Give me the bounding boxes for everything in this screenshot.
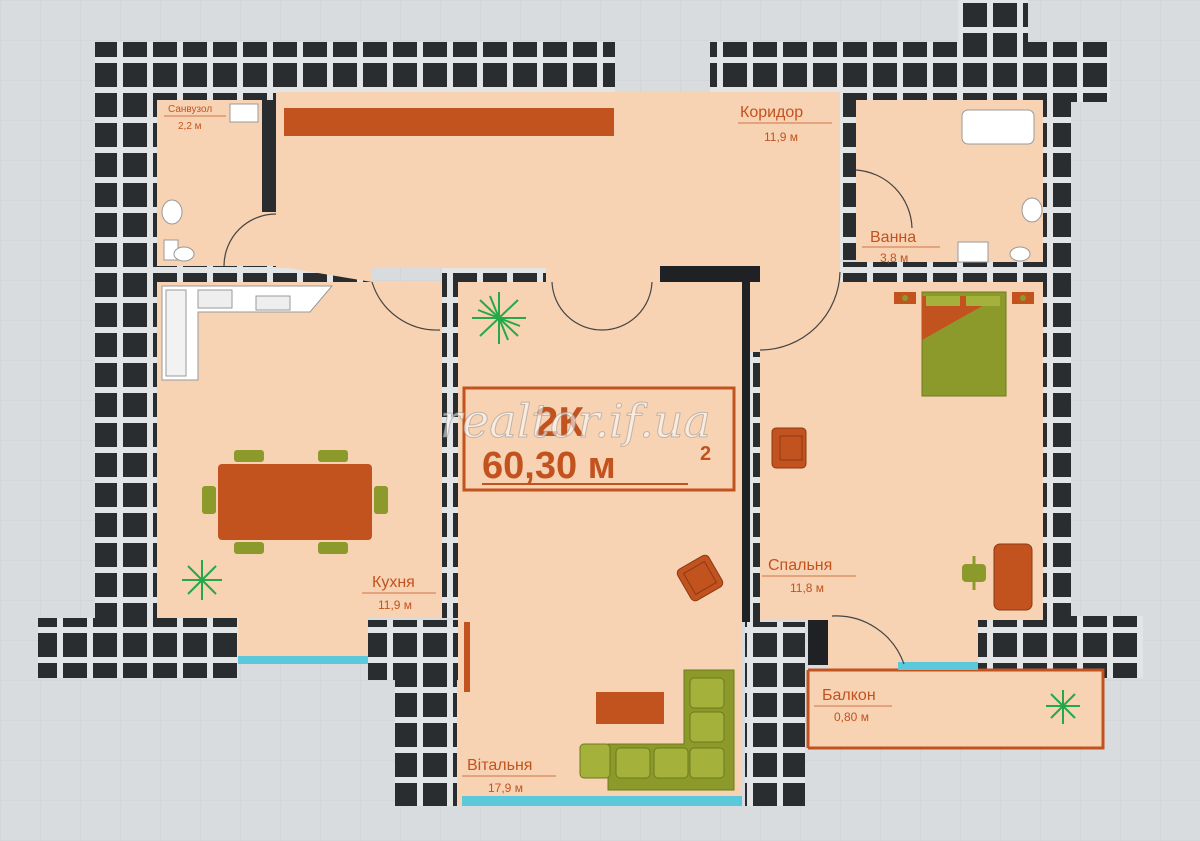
label-vitalnia-name: Вітальня (467, 757, 532, 774)
dining-table (218, 464, 372, 540)
floor-balkon (806, 668, 1105, 750)
coffee-table (596, 692, 664, 724)
bed-pillow (966, 296, 1000, 306)
label-vanna-area: 3,8 м (880, 251, 908, 265)
armchair-bedroom-seat (779, 435, 803, 461)
room-labels: Санвузол 2,2 м Коридор 11,9 м Ванна 3,8 … (164, 104, 940, 795)
wall-left (95, 100, 157, 620)
label-balkon-area: 0,80 м (834, 710, 869, 724)
door-balkon (831, 615, 905, 665)
label-sanvuzol-name: Санвузол (168, 104, 212, 115)
chair (234, 542, 264, 554)
wall-bottom-center-left (368, 620, 458, 680)
wall-bath-left (838, 100, 856, 260)
window-kukhnia (238, 656, 368, 664)
floor-kukhnia-window (238, 618, 368, 658)
bathtub (961, 109, 1035, 145)
badge-rooms: 2К (535, 398, 584, 445)
label-kukhnia-name: Кухня (372, 574, 415, 591)
chair (318, 450, 348, 462)
wc-door-gap (262, 212, 276, 266)
wc-sink (161, 199, 183, 225)
bed-pillow (926, 296, 960, 306)
windows (238, 656, 978, 806)
chair (318, 542, 348, 554)
wall-riser (958, 0, 1028, 45)
wall-lower-right-column (745, 622, 805, 806)
floor-sanvuzol (157, 100, 262, 266)
label-balkon-name: Балкон (822, 687, 876, 704)
sofa-cushion (689, 711, 725, 743)
wardrobe (284, 108, 614, 136)
wall-right (1043, 100, 1071, 630)
window-vitalnia (462, 796, 742, 806)
wall-balcony-post (808, 620, 828, 665)
wc-toilet-bowl (173, 246, 195, 262)
tv-stand (464, 622, 470, 692)
sofa-cushion (615, 747, 651, 779)
inner-partitions (262, 212, 828, 665)
kitchen-fridge (165, 289, 187, 377)
wall-bottom-left (38, 618, 238, 678)
wall-bath-bottom (838, 262, 1043, 282)
lamp (1020, 295, 1026, 301)
label-vanna-name: Ванна (870, 229, 916, 246)
badge-frame (462, 386, 736, 492)
plant-kukhnia (182, 560, 222, 600)
label-spalnia-name: Спальня (768, 557, 832, 574)
wall-kitchen-living (442, 268, 458, 618)
wall-lower-left-column (395, 678, 457, 806)
chair (202, 486, 216, 514)
chair (234, 450, 264, 462)
bath-cabinet (957, 241, 989, 263)
door-kukhnia (371, 281, 441, 331)
sofa-cushion (689, 677, 725, 709)
wall-living-top-right (660, 266, 760, 282)
badge-area-sup: 2 (700, 443, 711, 465)
walls (38, 0, 1143, 806)
kitchen-stove (255, 295, 291, 311)
window-spalnia (898, 662, 978, 670)
wc-cabinet (229, 103, 259, 123)
sofa-cushion (653, 747, 689, 779)
doors (223, 169, 913, 665)
label-korydor-name: Коридор (740, 104, 803, 121)
bath-sink (1021, 197, 1043, 223)
door-spalnia (759, 271, 841, 351)
desk (993, 543, 1033, 611)
label-spalnia-area: 11,8 м (790, 581, 824, 595)
door-vanna (855, 169, 913, 229)
armchair-living (676, 554, 724, 602)
sofa-cushion (689, 747, 725, 779)
chair (374, 486, 388, 514)
kitchen-sink (197, 289, 233, 309)
wall-wc-right (262, 100, 278, 212)
bath-toilet (1009, 246, 1031, 262)
label-kukhnia-area: 11,9 м (378, 598, 412, 612)
wall-living-top (442, 266, 547, 282)
watermark-text: realtor.if.ua (440, 394, 711, 448)
label-sanvuzol-area: 2,2 м (178, 121, 202, 132)
floor-kukhnia (157, 282, 442, 618)
bed-blanket (922, 296, 1000, 340)
floors (157, 92, 1105, 806)
label-vitalnia-area: 17,9 м (488, 781, 523, 795)
lamp (902, 295, 908, 301)
area-badge: 2К 60,30 м 2 (462, 386, 736, 492)
wall-bottom-right (978, 616, 1143, 678)
plant-balkon (1046, 690, 1080, 724)
sofa-cushion (579, 743, 611, 779)
door-sanvuzol (223, 213, 277, 267)
furniture (161, 103, 1080, 791)
plant-vitalnia (472, 292, 526, 344)
wall-living-edge (742, 282, 750, 622)
label-korydor-area: 11,9 м (764, 130, 798, 144)
badge-area: 60,30 м (482, 445, 616, 487)
door-vitalnia (551, 281, 653, 331)
